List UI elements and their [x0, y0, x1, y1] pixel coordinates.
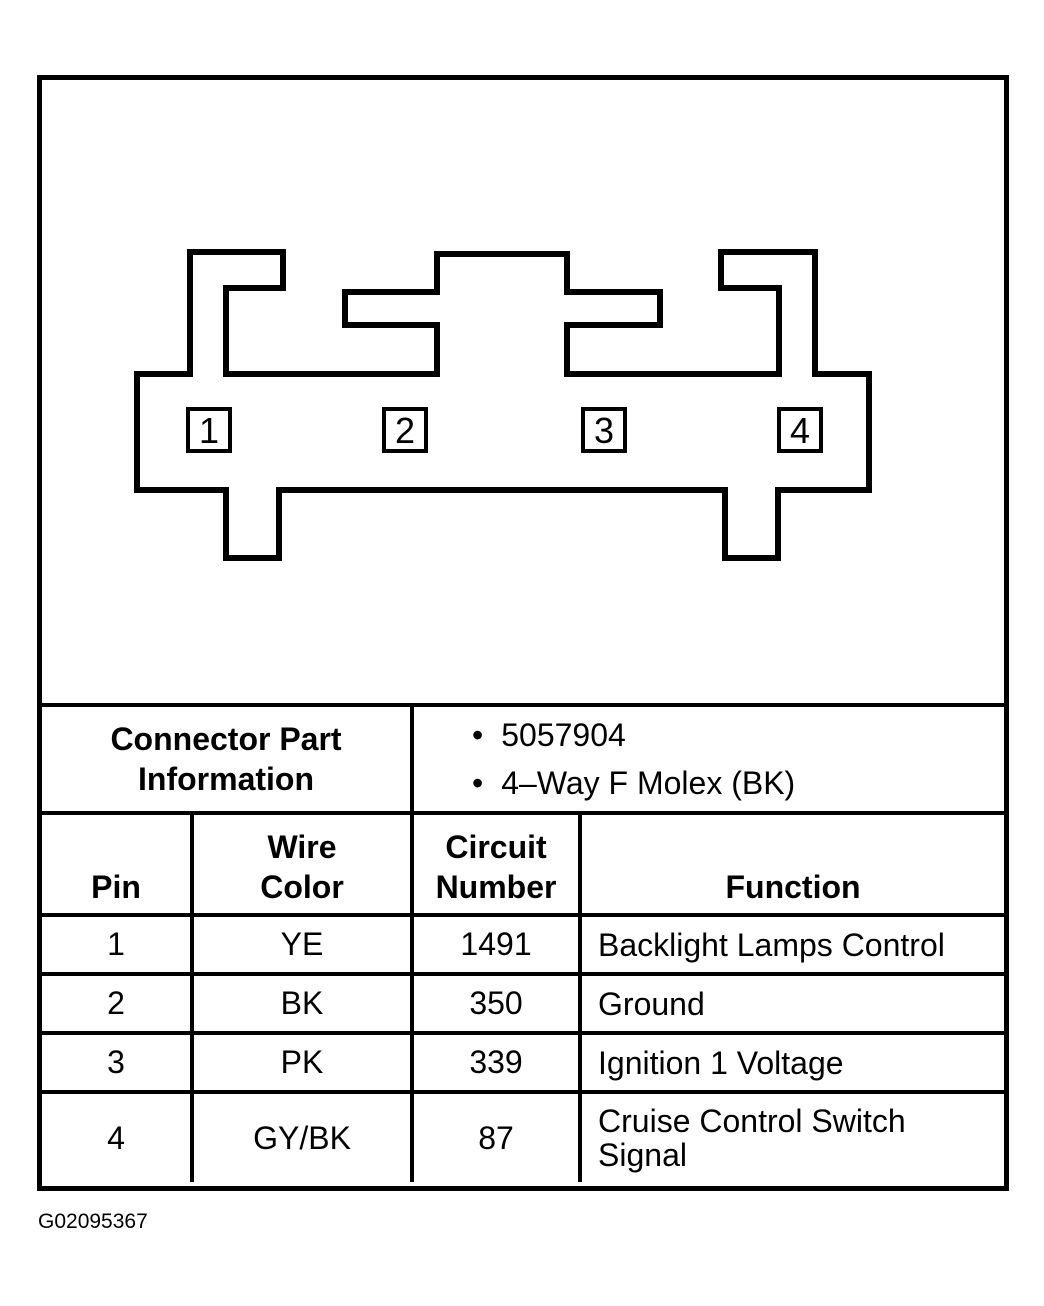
connector-info-label: Connector Part Information [42, 703, 415, 815]
pin-2-label: 2 [395, 410, 415, 451]
diagram-frame: 1 2 3 4 Connector Part Information [37, 75, 1009, 1191]
wire-color-cell: PK [189, 1031, 415, 1094]
figure-id: G02095367 [38, 1210, 148, 1233]
header-function: Function [578, 811, 1005, 917]
pin-cell: 4 [42, 1090, 194, 1182]
pin-3-label: 3 [594, 410, 614, 451]
wire-color-cell: BK [189, 972, 415, 1035]
table-row: 4 GY/BK 87 Cruise Control Switch Signal [42, 1090, 1005, 1182]
pin-cell: 2 [42, 972, 194, 1035]
function-line1: Cruise Control Switch [598, 1103, 906, 1139]
table-row: 3 PK 339 Ignition 1 Voltage [42, 1031, 1005, 1094]
header-wire-color: Wire Color [189, 811, 415, 917]
circuit-cell: 87 [410, 1090, 583, 1182]
circuit-cell: 1491 [410, 913, 583, 976]
header-pin: Pin [42, 811, 194, 917]
connector-outline [134, 249, 872, 561]
header-wire-color-line1: Wire [267, 829, 337, 865]
header-function-label: Function [725, 869, 861, 905]
connector-description: 4–Way F Molex (BK) [472, 759, 1004, 807]
connector-info-label-line1: Connector Part [110, 721, 342, 757]
connector-pin-table: Connector Part Information 5057904 4–Way… [42, 703, 1005, 1182]
header-circuit-number: Circuit Number [410, 811, 583, 917]
header-circuit-line1: Circuit [445, 829, 547, 865]
pin-4-label: 4 [790, 410, 810, 451]
connector-info-values: 5057904 4–Way F Molex (BK) [410, 703, 1005, 815]
header-wire-color-line2: Color [260, 869, 344, 905]
wire-color-cell: GY/BK [189, 1090, 415, 1182]
circuit-cell: 339 [410, 1031, 583, 1094]
table-header-row: Pin Wire Color Circuit Number Function [42, 811, 1005, 917]
connector-info-label-line2: Information [138, 761, 314, 797]
pin-1-box: 1 [186, 407, 232, 453]
pin-3-box: 3 [581, 407, 627, 453]
pin-2-box: 2 [382, 407, 428, 453]
function-cell: Backlight Lamps Control [578, 913, 1005, 976]
function-cell: Cruise Control Switch Signal [578, 1090, 1005, 1182]
pin-cell: 1 [42, 913, 194, 976]
connector-part-number: 5057904 [472, 711, 1004, 759]
connector-face-diagram: 1 2 3 4 [134, 249, 872, 561]
table-row: 1 YE 1491 Backlight Lamps Control [42, 913, 1005, 976]
function-cell: Ground [578, 972, 1005, 1035]
header-circuit-line2: Number [435, 869, 557, 905]
pin-1-label: 1 [199, 410, 219, 451]
pin-4-box: 4 [777, 407, 823, 453]
circuit-cell: 350 [410, 972, 583, 1035]
wire-color-cell: YE [189, 913, 415, 976]
table-row: 2 BK 350 Ground [42, 972, 1005, 1035]
connector-info-row: Connector Part Information 5057904 4–Way… [42, 703, 1005, 815]
function-cell: Ignition 1 Voltage [578, 1031, 1005, 1094]
header-pin-label: Pin [91, 869, 141, 905]
function-line2: Signal [598, 1137, 687, 1173]
pin-cell: 3 [42, 1031, 194, 1094]
